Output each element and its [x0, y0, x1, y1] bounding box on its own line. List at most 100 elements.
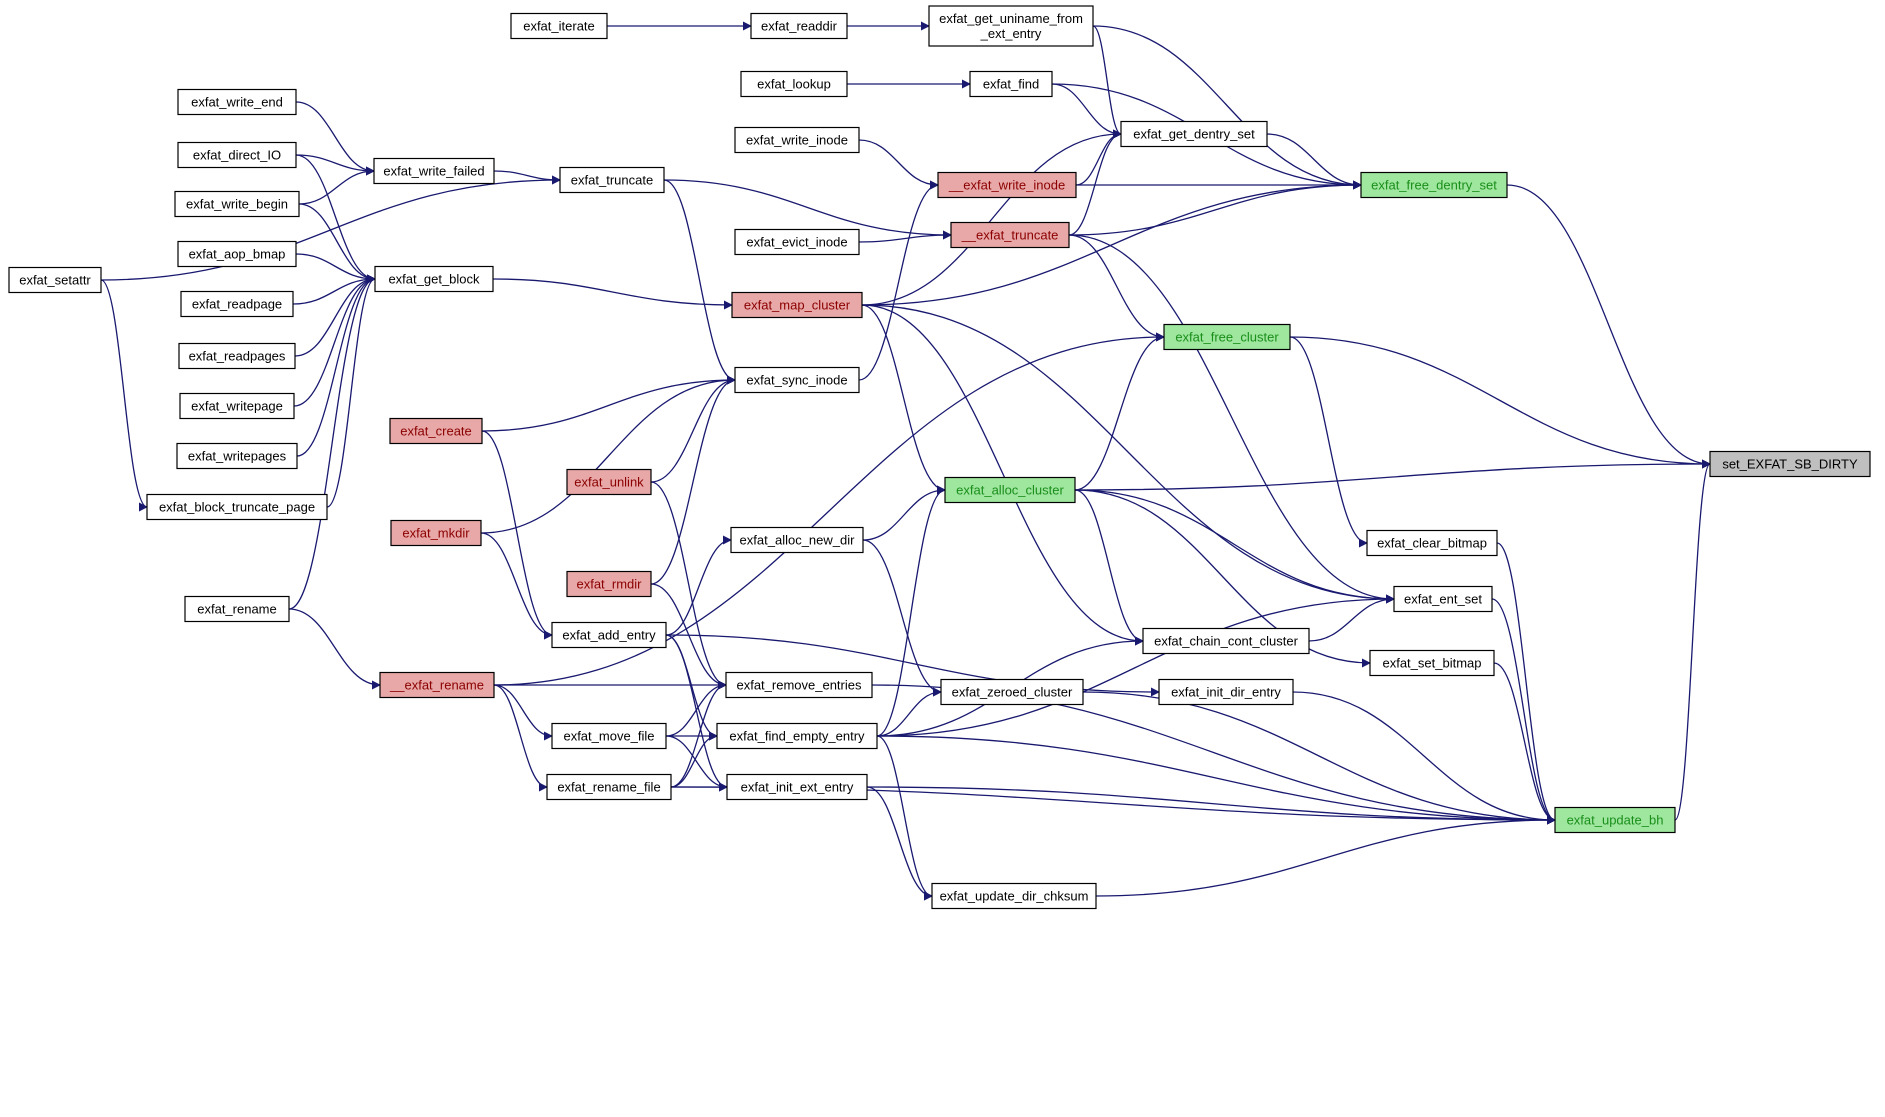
edge-exfat_rmdir-to-exfat_sync_inode [650, 375, 736, 585]
node-exfat-write-failed[interactable]: exfat_write_failed [373, 157, 495, 185]
node-exfat-find-empty-entry[interactable]: exfat_find_empty_entry [716, 722, 878, 750]
node-exfat-get-uniname-from-ext-entry[interactable]: exfat_get_uniname_from_ext_entry [928, 5, 1094, 47]
edge-exfat_alloc_cluster-to-exfat_free_cluster [1074, 332, 1165, 491]
node-set-EXFAT-SB-DIRTY[interactable]: set_EXFAT_SB_DIRTY [1709, 450, 1871, 478]
node-exfat-setattr[interactable]: exfat_setattr [8, 266, 102, 294]
node-exfat-map-cluster[interactable]: exfat_map_cluster [731, 291, 863, 319]
node-box [937, 171, 1077, 199]
node-exfat-find[interactable]: exfat_find [969, 70, 1053, 98]
node-box [1163, 323, 1291, 351]
node-exfat-get-dentry-set[interactable]: exfat_get_dentry_set [1120, 120, 1268, 148]
node---exfat-truncate[interactable]: __exfat_truncate [950, 221, 1070, 249]
node-label: exfat_sync_inode [746, 373, 847, 388]
node-exfat-direct-IO[interactable]: exfat_direct_IO [177, 141, 297, 169]
edge-arrow [876, 735, 1556, 825]
edge-arrow [1068, 180, 1362, 236]
node-label: exfat_set_bitmap [1382, 656, 1481, 671]
node-exfat-readdir[interactable]: exfat_readdir [750, 12, 848, 40]
node-exfat-write-inode[interactable]: exfat_write_inode [734, 126, 860, 154]
edge-arrow [481, 430, 553, 640]
edge-exfat_free_cluster-to-set_EXFAT_SB_DIRTY [1289, 336, 1711, 469]
node---exfat-rename[interactable]: __exfat_rename [379, 671, 495, 699]
edge-exfat_find_empty_entry-to-exfat_ent_set [876, 594, 1395, 737]
node-exfat-writepages[interactable]: exfat_writepages [176, 442, 298, 470]
edge-exfat_chain_cont_cluster-to-exfat_ent_set [1308, 594, 1395, 642]
edge-arrow [100, 279, 148, 512]
edge-arrow [1068, 234, 1395, 604]
node-box [8, 266, 102, 294]
node-exfat-rename-file[interactable]: exfat_rename_file [546, 773, 672, 801]
node-exfat-alloc-cluster[interactable]: exfat_alloc_cluster [944, 476, 1076, 504]
node-box [389, 417, 483, 445]
node-exfat-write-end[interactable]: exfat_write_end [177, 88, 297, 116]
edge-arrow [1095, 815, 1556, 897]
edge-exfat_writepage-to-exfat_get_block [293, 274, 376, 407]
edge-exfat_ent_set-to-exfat_update_bh [1491, 598, 1556, 825]
node-label: exfat_ent_set [1404, 592, 1482, 607]
node-exfat-get-block[interactable]: exfat_get_block [374, 265, 494, 293]
edge-exfat_rename_file-to-exfat_find_empty_entry [670, 731, 718, 788]
node-exfat-add-entry[interactable]: exfat_add_entry [551, 621, 667, 649]
edge-exfat_set_bitmap-to-exfat_update_bh [1493, 662, 1556, 825]
node-exfat-readpages[interactable]: exfat_readpages [178, 342, 296, 370]
edge-exfat_find_empty_entry-to-exfat_update_bh [876, 735, 1556, 825]
node-box [734, 366, 860, 394]
node-exfat-init-ext-entry[interactable]: exfat_init_ext_entry [726, 773, 868, 801]
edge-arrow [1092, 25, 1122, 139]
edge-exfat_update_bh-to-set_EXFAT_SB_DIRTY [1674, 459, 1711, 821]
edge-arrow [861, 304, 946, 495]
edge-exfat_unlink-to-exfat_remove_entries [650, 481, 727, 690]
node-exfat-aop-bmap[interactable]: exfat_aop_bmap [177, 240, 297, 268]
node-exfat-free-dentry-set[interactable]: exfat_free_dentry_set [1360, 171, 1508, 199]
node-exfat-free-cluster[interactable]: exfat_free_cluster [1163, 323, 1291, 351]
edge-exfat_unlink-to-exfat_sync_inode [650, 375, 736, 483]
node-exfat-update-dir-chksum[interactable]: exfat_update_dir_chksum [931, 882, 1097, 910]
node-label: exfat_get_block [388, 272, 480, 287]
node-box [546, 773, 672, 801]
node-exfat-alloc-new-dir[interactable]: exfat_alloc_new_dir [730, 526, 864, 554]
node-exfat-init-dir-entry[interactable]: exfat_init_dir_entry [1158, 678, 1294, 706]
node-label: exfat_map_cluster [744, 298, 851, 313]
node-label: exfat_readpages [189, 349, 286, 364]
node-exfat-lookup[interactable]: exfat_lookup [740, 70, 848, 98]
node-exfat-readpage[interactable]: exfat_readpage [180, 290, 294, 318]
node-exfat-create[interactable]: exfat_create [389, 417, 483, 445]
edge-exfat_write_failed-to-exfat_truncate [493, 170, 561, 185]
node-exfat-write-begin[interactable]: exfat_write_begin [174, 190, 300, 218]
node-exfat-update-bh[interactable]: exfat_update_bh [1554, 806, 1676, 834]
node-exfat-clear-bitmap[interactable]: exfat_clear_bitmap [1366, 529, 1498, 557]
node-exfat-truncate[interactable]: exfat_truncate [559, 166, 665, 194]
edge-arrow [876, 735, 933, 901]
node-exfat-unlink[interactable]: exfat_unlink [566, 468, 652, 496]
edge-arrow [1075, 129, 1122, 186]
node-label: exfat_iterate [523, 19, 595, 34]
edge-exfat_init_dir_entry-to-exfat_update_bh [1292, 691, 1556, 825]
node-label: exfat_write_begin [186, 197, 288, 212]
edge-arrow [1092, 25, 1362, 190]
node-exfat-rename[interactable]: exfat_rename [184, 595, 290, 623]
node-exfat-evict-inode[interactable]: exfat_evict_inode [734, 228, 860, 256]
node-box [373, 157, 495, 185]
node-label: set_EXFAT_SB_DIRTY [1722, 457, 1858, 472]
node-exfat-remove-entries[interactable]: exfat_remove_entries [725, 671, 873, 699]
node-box [146, 493, 328, 521]
node-box [177, 240, 297, 268]
node-exfat-ent-set[interactable]: exfat_ent_set [1393, 585, 1493, 613]
node-exfat-move-file[interactable]: exfat_move_file [551, 722, 667, 750]
node-exfat-zeroed-cluster[interactable]: exfat_zeroed_cluster [940, 678, 1084, 706]
node-exfat-block-truncate-page[interactable]: exfat_block_truncate_page [146, 493, 328, 521]
node-label: exfat_evict_inode [746, 235, 847, 250]
node-exfat-rmdir[interactable]: exfat_rmdir [566, 570, 652, 598]
node-exfat-sync-inode[interactable]: exfat_sync_inode [734, 366, 860, 394]
node-exfat-iterate[interactable]: exfat_iterate [510, 12, 608, 40]
node-exfat-mkdir[interactable]: exfat_mkdir [390, 519, 482, 547]
edge-exfat_mkdir-to-exfat_add_entry [480, 532, 553, 640]
node-exfat-set-bitmap[interactable]: exfat_set_bitmap [1369, 649, 1495, 677]
node-label: exfat_alloc_cluster [956, 483, 1064, 498]
edge-exfat_evict_inode-to-__exfat_truncate [858, 230, 952, 243]
node---exfat-write-inode[interactable]: __exfat_write_inode [937, 171, 1077, 199]
edge-arrow [1493, 662, 1556, 825]
edge-exfat_write_end-to-exfat_write_failed [295, 101, 375, 176]
node-exfat-chain-cont-cluster[interactable]: exfat_chain_cont_cluster [1142, 627, 1310, 655]
node-exfat-writepage[interactable]: exfat_writepage [179, 392, 295, 420]
